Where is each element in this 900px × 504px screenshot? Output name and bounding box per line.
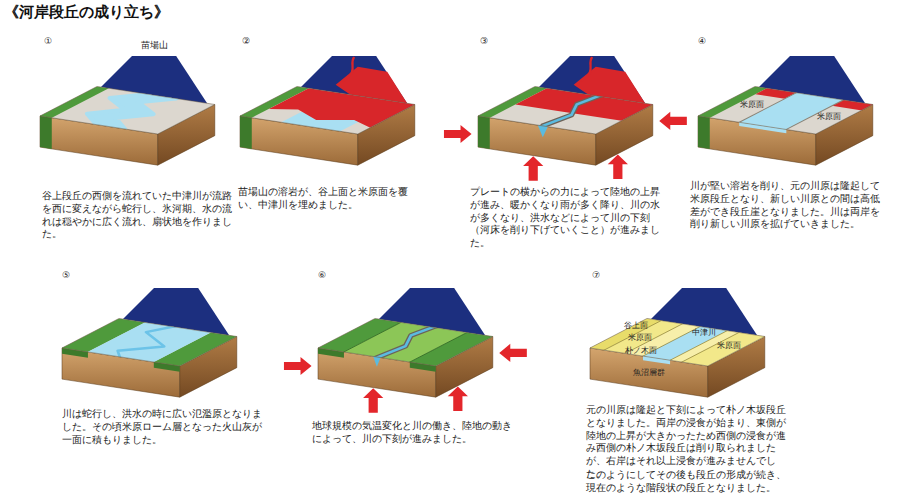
force-arrow <box>444 125 472 143</box>
step-caption: 地球規模の気温変化と川の働き、陸地の動きによって、川の下刻が進みました。 <box>312 420 512 446</box>
land-block <box>40 86 215 165</box>
valley-groove <box>539 93 606 130</box>
force-arrow <box>659 112 687 130</box>
river-front <box>739 122 786 133</box>
step-caption: 苗場山の溶岩が、谷上面と米原面を覆い、中津川を埋めました。 <box>238 186 423 212</box>
surface <box>573 314 783 371</box>
land-block <box>590 318 765 397</box>
diagram-title: 《河岸段丘の成り立ち》 <box>4 3 169 21</box>
terrace-band <box>338 319 472 365</box>
river-label: 中津川 <box>692 329 716 338</box>
terrace-label: 谷上面 <box>624 322 648 331</box>
terrace-front <box>410 362 436 372</box>
terrace-front <box>62 348 88 358</box>
panel-figure <box>23 56 215 165</box>
step-caption: 川は蛇行し、洪水の時に広い氾濫原となりました。その頃米原ローム層となった火山灰が… <box>62 408 262 446</box>
surface <box>45 314 255 371</box>
lava-cover <box>515 85 670 122</box>
terrace-label: 米原面 <box>740 101 764 110</box>
river <box>118 325 184 361</box>
step-caption: 川が堅い溶岩を削り、元の川原は隆起して米原段丘となり、新しい川原との間は高低差が… <box>690 180 885 231</box>
terrace-front <box>40 116 52 149</box>
panel-figure <box>444 56 687 181</box>
surface <box>223 82 433 135</box>
scarp-line <box>620 321 688 356</box>
surface <box>461 82 671 131</box>
surface <box>681 82 891 133</box>
panel-number: ⑤ <box>62 271 70 281</box>
land-block <box>318 318 493 397</box>
step-caption: 谷上段丘の西側を流れていた中津川が流路を西に変えながら蛇行し、氷河期、水の流れは… <box>42 190 232 241</box>
panel-number: ① <box>44 37 52 47</box>
river <box>734 90 850 133</box>
scarp-line <box>676 330 744 365</box>
land-block <box>62 318 237 397</box>
panel-figure <box>284 288 527 413</box>
force-arrow <box>499 344 527 362</box>
uplift-arrow <box>523 156 543 181</box>
terrace-label: 米原面 <box>628 334 652 343</box>
panel-number: ④ <box>698 37 706 47</box>
uplift-arrow <box>608 155 628 180</box>
surface <box>301 314 511 371</box>
terrace-front <box>318 348 344 358</box>
terrace-band <box>676 330 782 371</box>
terrace-front <box>478 116 490 149</box>
uplift-arrow <box>363 388 383 413</box>
top-outline <box>62 318 237 366</box>
panel-figure <box>573 288 783 397</box>
panel-number: ⑥ <box>318 271 326 281</box>
scarp-line <box>781 97 849 132</box>
panel-number: ⑦ <box>592 271 600 281</box>
land-block <box>698 86 873 165</box>
panel-number: ③ <box>480 37 488 47</box>
mountain-label: 苗場山 <box>141 41 168 50</box>
terrace-label: 米原面 <box>717 342 741 351</box>
panel-figure <box>45 288 255 397</box>
uplift-arrow <box>448 387 468 412</box>
top-outline <box>478 86 653 134</box>
top-outline <box>698 86 873 134</box>
river <box>539 93 606 130</box>
top-outline <box>590 318 765 366</box>
step-caption: プレートの横からの力によって陸地の上昇が進み、暖かくなり雨が多く降り、川の水が多… <box>470 186 665 250</box>
terrace-front <box>240 116 252 149</box>
river-front <box>643 356 670 364</box>
floodplain <box>82 319 216 365</box>
terrace-label: 米原面 <box>817 113 841 122</box>
lava-remnant <box>832 97 890 112</box>
layer-label: 魚沼層群 <box>633 369 665 378</box>
scarp-line <box>734 90 802 125</box>
panel-figure <box>681 56 891 165</box>
panel-number: ② <box>242 37 250 47</box>
force-arrow <box>284 357 312 375</box>
terrace-front <box>154 362 180 372</box>
panel-figure <box>223 56 433 165</box>
top-outline <box>240 86 415 134</box>
top-outline <box>40 86 215 134</box>
valley-notch <box>373 356 380 366</box>
terrace-front <box>698 116 710 149</box>
step-caption: このようにしてその後も段丘の形成が続き、現在のような階段状の段丘となりました。 <box>586 469 791 495</box>
valley-notch <box>538 125 548 137</box>
top-outline <box>318 318 493 366</box>
valley-groove <box>371 325 439 360</box>
river <box>371 325 439 360</box>
terrace-label: 朴ノ木面 <box>625 347 657 356</box>
